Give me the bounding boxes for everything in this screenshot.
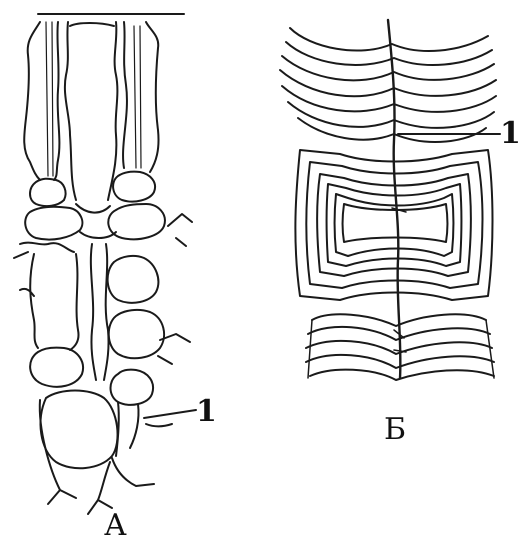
panel-a-right-chamber bbox=[109, 310, 164, 358]
panel-a-left-chamber bbox=[41, 391, 118, 469]
panel-a-right-column bbox=[123, 22, 127, 168]
panel-a-left-chamber bbox=[25, 207, 82, 240]
panel-a-right-chamber bbox=[113, 172, 155, 202]
panel-a-left-column bbox=[24, 22, 40, 180]
panel-a-callout-leader bbox=[144, 410, 196, 418]
panel-a-left-chamber bbox=[30, 348, 83, 387]
panel-b-callout-label: 1 bbox=[500, 116, 519, 151]
panel-a-central-column bbox=[65, 22, 76, 200]
panel-a-right-chamber bbox=[108, 204, 165, 239]
panel-b-caption: Б bbox=[384, 412, 406, 447]
panel-b-upper-bands bbox=[280, 28, 496, 142]
panel-a-left-chamber bbox=[30, 179, 66, 206]
panel-a-right-chamber bbox=[108, 256, 159, 303]
panel-a-right-chamber bbox=[111, 370, 154, 405]
panel-b-drawing bbox=[280, 20, 500, 380]
panel-a-caption: А bbox=[104, 508, 127, 543]
panel-a-drawing bbox=[14, 14, 196, 514]
panel-a-callout-label: 1 bbox=[196, 394, 217, 429]
